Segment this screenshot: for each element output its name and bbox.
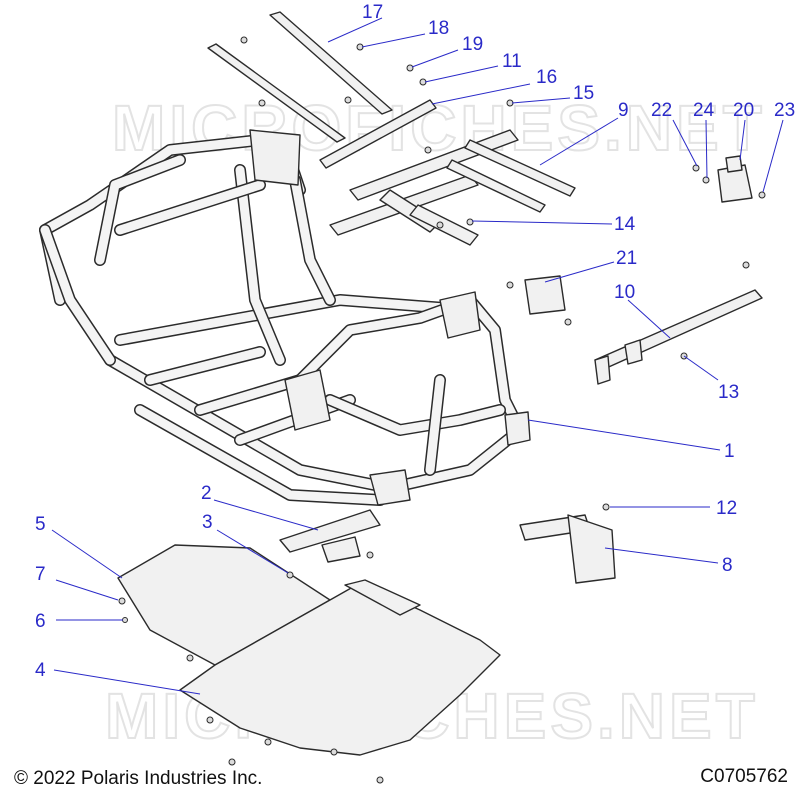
callout-16: 16 — [536, 67, 557, 88]
upper-bar-16 — [319, 99, 437, 169]
callout-17: 17 — [362, 2, 383, 23]
figure-id: C0705762 — [700, 766, 788, 787]
floor-pan-4 — [179, 579, 501, 756]
callout-20: 20 — [733, 100, 754, 121]
callout-6: 6 — [35, 611, 46, 632]
callout-labels: 17 18 19 11 16 15 9 22 24 20 23 14 21 10… — [35, 2, 795, 681]
fasteners — [118, 36, 766, 784]
copyright-text: © 2022 Polaris Industries Inc. — [14, 768, 263, 789]
callout-7: 7 — [35, 564, 46, 585]
callout-10: 10 — [614, 282, 635, 303]
callout-14: 14 — [614, 214, 636, 235]
upper-bar-17 — [269, 11, 393, 115]
callout-24: 24 — [693, 100, 715, 121]
skid-plate-2 — [279, 509, 381, 563]
callout-12: 12 — [716, 498, 737, 519]
callout-19: 19 — [462, 34, 483, 55]
callout-9: 9 — [618, 100, 629, 121]
callout-1: 1 — [724, 441, 735, 462]
callout-5: 5 — [35, 514, 46, 535]
callout-11: 11 — [502, 51, 522, 72]
rail-10 — [594, 289, 763, 385]
callout-15: 15 — [573, 83, 594, 104]
callout-3: 3 — [202, 512, 213, 533]
callout-4: 4 — [35, 660, 46, 681]
bracket-21 — [524, 275, 566, 315]
callout-23: 23 — [774, 100, 795, 121]
callout-18: 18 — [428, 18, 449, 39]
callout-13: 13 — [718, 382, 739, 403]
rear-crossmember-9 — [329, 129, 576, 246]
bracket-20 — [717, 155, 753, 203]
upper-bar-rail — [207, 43, 346, 143]
callout-8: 8 — [722, 555, 733, 576]
callout-22: 22 — [651, 100, 672, 121]
callout-2: 2 — [201, 483, 212, 504]
leader-lines — [51, 17, 784, 695]
bracket-8 — [519, 514, 616, 584]
main-frame — [39, 129, 531, 506]
callout-21: 21 — [616, 248, 637, 269]
